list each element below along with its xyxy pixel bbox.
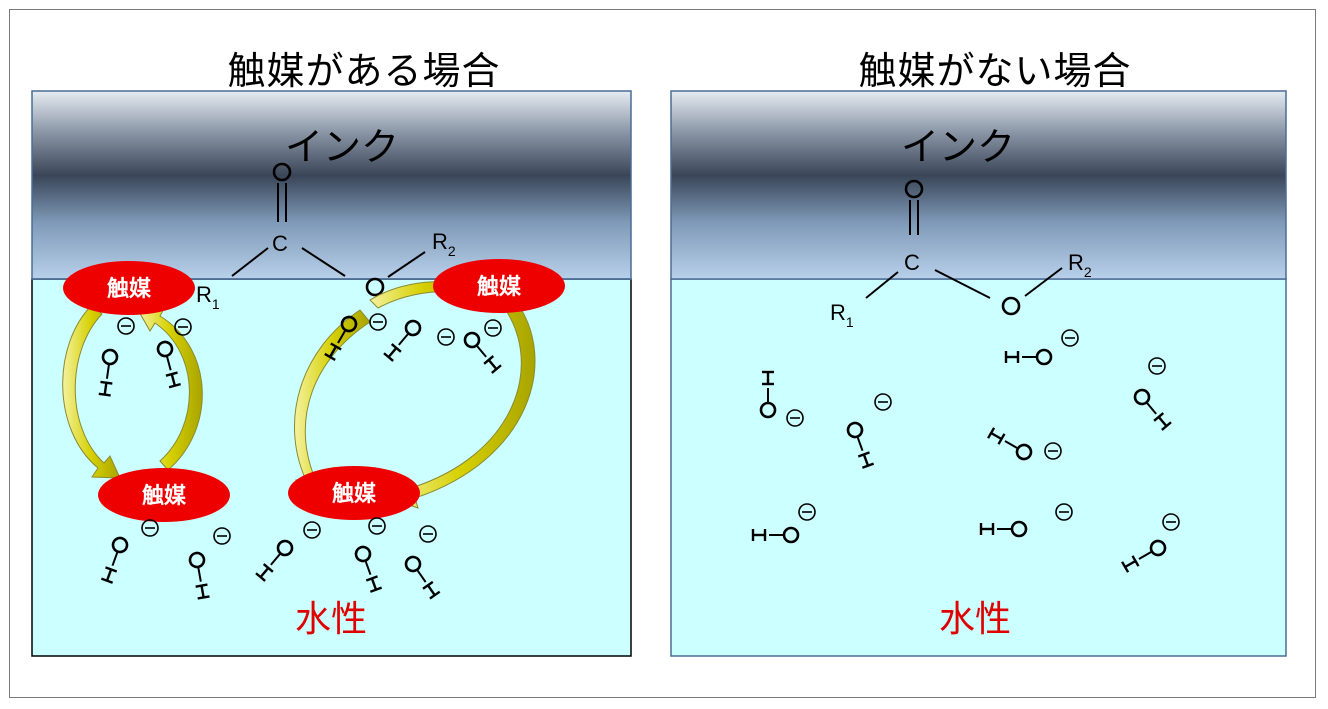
r2-group: R2 — [432, 229, 456, 259]
svg-text:触媒: 触媒 — [142, 483, 187, 509]
left-ink-label: インク — [284, 125, 399, 169]
right-panel — [670, 90, 1287, 657]
ester-oxygen — [1001, 296, 1021, 316]
svg-text:触媒: 触媒 — [107, 276, 152, 302]
left-ink-region — [31, 90, 632, 280]
right-ink-label: インク — [900, 125, 1015, 169]
carbonyl-oxygen — [904, 179, 924, 199]
ester-oxygen — [365, 277, 385, 297]
svg-text:触媒: 触媒 — [332, 481, 377, 507]
right-ester-molecule: C R2 R1 — [830, 179, 1092, 330]
carbonyl-oxygen — [272, 162, 292, 182]
catalyst-top-left: 触媒 — [63, 261, 195, 315]
svg-text:触媒: 触媒 — [477, 274, 522, 300]
left-water-label: 水性 — [294, 599, 367, 640]
right-panel-title: 触媒がない場合 — [858, 49, 1132, 93]
left-panel — [31, 90, 632, 657]
right-ink-region — [670, 90, 1287, 280]
right-water-region — [670, 278, 1287, 657]
catalyst-top-right: 触媒 — [433, 259, 565, 313]
r1-group: R1 — [196, 282, 220, 312]
carbon-atom: C — [272, 231, 288, 256]
r2-group: R2 — [1068, 250, 1092, 280]
r1-group: R1 — [830, 300, 854, 330]
catalyst-bottom-left: 触媒 — [98, 468, 230, 522]
left-ester-molecule: C R2 R1 — [196, 162, 456, 312]
right-water-label: 水性 — [938, 599, 1011, 640]
catalyst-bottom-right: 触媒 — [288, 466, 420, 520]
left-panel-title: 触媒がある場合 — [227, 49, 501, 93]
carbon-atom: C — [904, 250, 920, 275]
